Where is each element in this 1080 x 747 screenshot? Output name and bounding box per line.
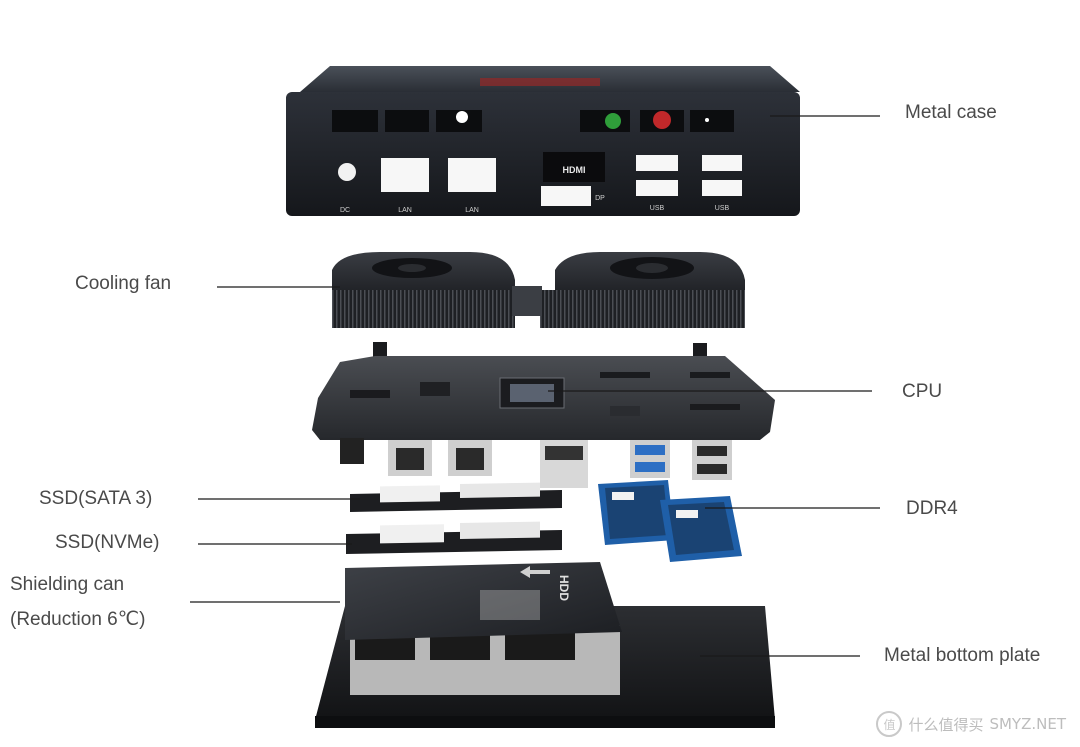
port-label-lan-2: LAN <box>465 207 479 214</box>
ssd-sata <box>350 482 562 512</box>
watermark-site: SMYZ.NET <box>989 715 1066 733</box>
port-label-dp: DP <box>595 195 605 202</box>
callout-lines <box>190 115 880 657</box>
motherboard <box>312 342 775 488</box>
label-shielding-reduction: (Reduction 6℃) <box>10 609 146 630</box>
label-ssd-sata: SSD(SATA 3) <box>39 488 153 509</box>
watermark-text: 什么值得买 <box>908 715 984 734</box>
label-shielding-can: Shielding can <box>10 574 125 595</box>
port-label-lan-1: LAN <box>398 207 412 214</box>
label-metal-bottom-plate: Metal bottom plate <box>884 645 1041 666</box>
port-label-dc: DC <box>340 207 350 214</box>
label-metal-case: Metal case <box>905 102 997 123</box>
ssd-nvme <box>346 521 562 554</box>
port-label-usb-2: USB <box>715 205 730 212</box>
ddr4-modules <box>598 480 742 562</box>
metal-case <box>286 66 800 216</box>
label-cooling-fan: Cooling fan <box>75 273 172 294</box>
label-ddr4: DDR4 <box>906 498 958 519</box>
cooling-fan <box>332 252 745 328</box>
label-ssd-nvme: SSD(NVMe) <box>55 532 160 553</box>
port-label-hdmi: HDMI <box>563 165 586 175</box>
label-cpu: CPU <box>902 381 943 402</box>
port-label-usb-1: USB <box>650 205 665 212</box>
watermark: 值 什么值得买 SMYZ.NET <box>876 711 1066 737</box>
shield-label-hdd: HDD <box>557 575 571 601</box>
watermark-icon: 值 <box>876 711 903 737</box>
shielding-can: HDD <box>345 562 622 640</box>
